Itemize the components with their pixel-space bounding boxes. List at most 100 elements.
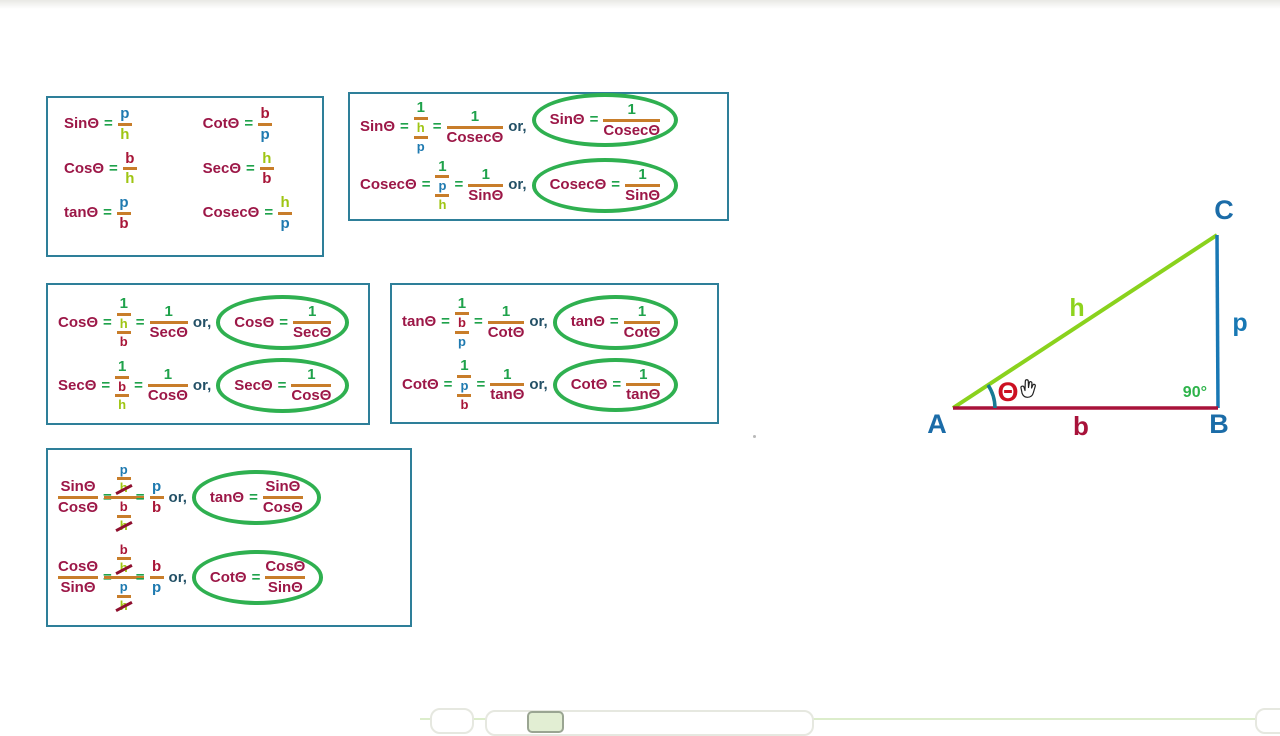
fraction-bar xyxy=(116,312,131,316)
denominator-label: CotΘ xyxy=(487,323,525,341)
inner-denominator: p xyxy=(457,334,466,350)
numerator-one: 1 xyxy=(163,366,173,384)
numerator-one: 1 xyxy=(481,166,490,183)
lhs-fraction: CosΘ SinΘ xyxy=(58,558,99,596)
toolbar-fragment xyxy=(430,708,474,734)
reciprocal-fraction: 1 tanΘ xyxy=(490,365,525,404)
equals-sign: = xyxy=(104,115,113,133)
fraction-bar xyxy=(603,118,661,122)
equals-sign: = xyxy=(135,568,145,586)
quotient-row-cot: CosΘ SinΘ = b h p h = b xyxy=(58,543,400,613)
fraction-bar xyxy=(623,320,661,324)
ratio-grid: SinΘ = p h CotΘ = b p CosΘ = b h xyxy=(48,98,322,240)
reciprocal-row-cosec: CosecΘ = 1 p h = 1 SinΘ or, CosecΘ = xyxy=(360,158,717,213)
inner-fraction: h b xyxy=(116,315,131,350)
equals-sign: = xyxy=(421,176,431,194)
fraction-bar xyxy=(435,194,450,198)
numerator-one: 1 xyxy=(119,295,128,313)
fraction-bar xyxy=(278,211,293,215)
denominator-label: CosΘ xyxy=(291,386,332,404)
fraction-bar xyxy=(116,514,131,518)
inner-denominator: b xyxy=(119,334,128,350)
base-label: b xyxy=(1073,411,1089,441)
fraction-bar xyxy=(457,374,472,378)
fraction-bar xyxy=(454,312,469,316)
inner-fraction: b h xyxy=(116,498,131,532)
quotient-row-tan: SinΘ CosΘ = p h b h = p xyxy=(58,462,400,533)
equals-sign: = xyxy=(246,159,255,177)
inner-fraction: b h xyxy=(115,379,130,412)
reciprocal-fraction: 1 SinΘ xyxy=(468,166,504,204)
lhs-label: CosecΘ xyxy=(202,204,260,222)
inner-denominator: h xyxy=(438,197,447,213)
numerator-one: 1 xyxy=(457,294,467,312)
inner-numerator: p xyxy=(438,178,447,194)
lhs-label: tanΘ xyxy=(209,488,245,506)
fraction-bar xyxy=(468,183,504,187)
reciprocal-row-tan: tanΘ = 1 b p = 1 CotΘ or, tanΘ = xyxy=(402,295,707,350)
fraction-bar xyxy=(115,375,130,379)
identity-fraction: CosΘ SinΘ xyxy=(265,558,306,597)
reciprocal-fraction: 1 CosΘ xyxy=(147,366,188,404)
result-fraction: b p xyxy=(149,559,164,596)
denominator-label: SecΘ xyxy=(293,324,332,342)
numerator-one: 1 xyxy=(460,357,469,375)
equals-sign: = xyxy=(611,176,621,194)
equals-sign: = xyxy=(134,376,143,394)
lhs-label: SinΘ xyxy=(549,111,585,129)
denominator-label: CosΘ xyxy=(262,498,303,516)
inner-denominator: b xyxy=(460,396,469,412)
right-angle-label: 90° xyxy=(1183,384,1207,401)
fraction-bar xyxy=(265,576,306,580)
formula-cot: CotΘ = b p xyxy=(203,106,306,143)
numerator-one: 1 xyxy=(164,303,173,321)
or-label: or, xyxy=(529,375,548,393)
fraction-bar xyxy=(457,393,472,397)
numerator-label: CosΘ xyxy=(58,558,99,576)
numerator-one: 1 xyxy=(503,365,512,383)
lhs-label: CotΘ xyxy=(402,375,439,393)
inner-fraction: p b xyxy=(457,379,472,412)
hypotenuse-label: h xyxy=(1069,294,1084,322)
lhs-label: CosecΘ xyxy=(360,176,417,194)
numerator-one: 1 xyxy=(308,303,317,321)
numerator-label: CosΘ xyxy=(265,558,306,576)
equals-sign: = xyxy=(251,568,261,586)
numerator: h xyxy=(262,149,272,167)
result-fraction: p b xyxy=(149,479,164,516)
nested-fraction: 1 b h xyxy=(115,359,130,412)
lhs-label: tanΘ xyxy=(402,313,437,331)
denominator: b xyxy=(262,170,272,188)
toolbar-button-fragment[interactable] xyxy=(527,711,564,733)
fraction-bar xyxy=(103,495,144,499)
equals-sign: = xyxy=(277,376,287,394)
fraction-bar xyxy=(149,495,164,499)
equals-sign: = xyxy=(609,313,619,331)
fraction-bar xyxy=(116,331,131,335)
fraction-bar xyxy=(625,183,661,187)
or-label: or, xyxy=(168,568,187,586)
denominator: h xyxy=(125,170,135,188)
denominator-label: tanΘ xyxy=(490,386,525,404)
denominator: h xyxy=(120,125,130,143)
fraction-bar xyxy=(116,557,131,561)
equals-sign: = xyxy=(103,204,112,222)
denominator-label: CosecΘ xyxy=(446,128,504,146)
denominator-label: SecΘ xyxy=(149,324,188,342)
lhs-label: CosecΘ xyxy=(549,176,607,194)
denominator-label: SinΘ xyxy=(267,579,303,597)
denominator-label: CosΘ xyxy=(147,386,188,404)
denominator-label: tanΘ xyxy=(626,386,661,404)
fraction-bar xyxy=(413,135,428,139)
fraction-bar xyxy=(58,576,99,580)
inner-numerator: b xyxy=(119,498,128,514)
fraction-bar xyxy=(122,167,137,171)
numerator-one: 1 xyxy=(470,107,480,125)
inner-numerator: h xyxy=(119,315,128,331)
numerator-one: 1 xyxy=(501,303,511,320)
equals-sign: = xyxy=(612,375,622,393)
equals-sign: = xyxy=(476,375,486,393)
fraction-bar xyxy=(626,383,661,387)
equals-sign: = xyxy=(441,313,450,331)
reciprocal-fraction: 1 SecΘ xyxy=(149,303,188,342)
